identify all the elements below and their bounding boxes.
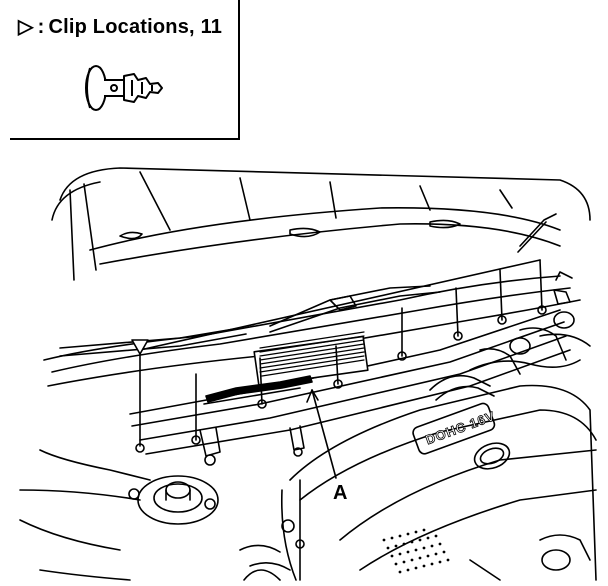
legend-separator: :: [37, 16, 45, 38]
push-clip-icon: [85, 65, 163, 111]
legend-box: ▷:Clip Locations, 11: [10, 0, 240, 140]
engine-bay-illustration: DOHC 16V: [19, 167, 597, 581]
callout-label-a: A: [333, 482, 348, 504]
legend-text: Clip Locations, 11: [48, 16, 223, 38]
legend-title: ▷:Clip Locations, 11: [18, 14, 222, 39]
triangle-outline-icon: ▷: [18, 16, 34, 38]
